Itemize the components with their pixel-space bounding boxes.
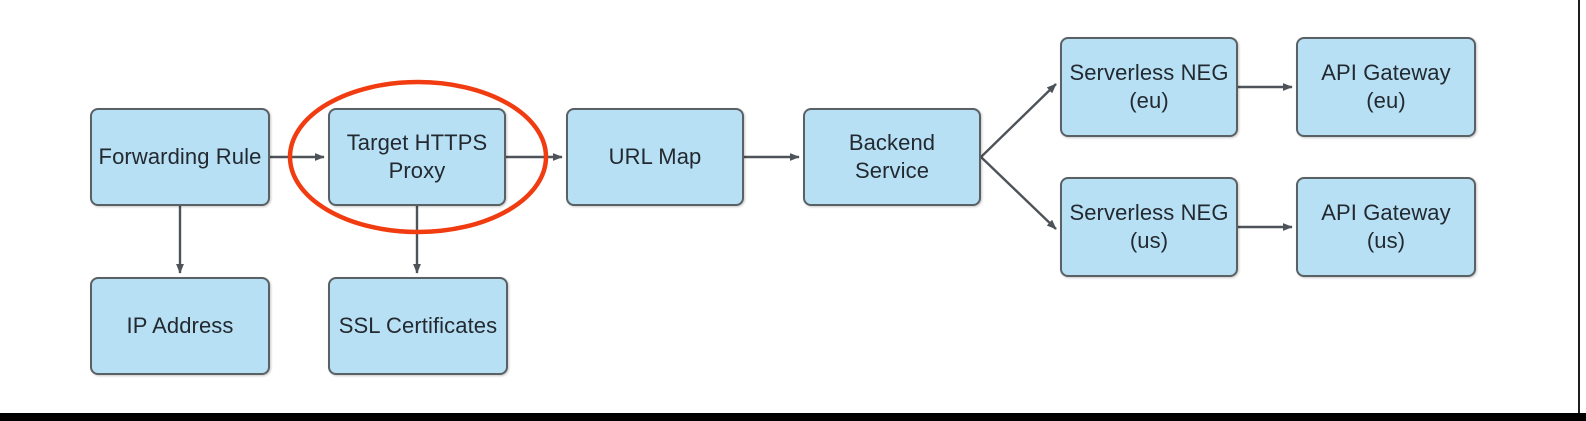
edge-backend-service-to-serverless-neg-eu xyxy=(980,83,1057,158)
node-api-gateway-eu[interactable]: API Gateway (eu) xyxy=(1296,37,1476,137)
node-serverless-neg-eu[interactable]: Serverless NEG (eu) xyxy=(1060,37,1238,137)
node-ip-address[interactable]: IP Address xyxy=(90,277,270,375)
node-api-gateway-us-label: API Gateway (us) xyxy=(1321,200,1451,253)
node-api-gateway-eu-label: API Gateway (eu) xyxy=(1321,60,1451,113)
node-backend-service-label: Backend Service xyxy=(848,130,936,183)
node-forwarding-rule-label: Forwarding Rule xyxy=(98,144,262,169)
node-ssl-certificates[interactable]: SSL Certificates xyxy=(328,277,508,375)
node-forwarding-rule[interactable]: Forwarding Rule xyxy=(90,108,270,206)
node-serverless-neg-us[interactable]: Serverless NEG (us) xyxy=(1060,177,1238,277)
node-target-https-proxy[interactable]: Target HTTPS Proxy xyxy=(328,108,506,206)
right-edge-rule xyxy=(1578,0,1580,413)
node-target-https-proxy-label: Target HTTPS Proxy xyxy=(346,130,488,183)
node-ssl-certificates-label: SSL Certificates xyxy=(338,313,498,338)
node-url-map[interactable]: URL Map xyxy=(566,108,744,206)
node-serverless-neg-eu-label: Serverless NEG (eu) xyxy=(1069,60,1229,113)
node-url-map-label: URL Map xyxy=(608,144,702,169)
node-api-gateway-us[interactable]: API Gateway (us) xyxy=(1296,177,1476,277)
node-ip-address-label: IP Address xyxy=(126,313,234,338)
node-serverless-neg-us-label: Serverless NEG (us) xyxy=(1069,200,1229,253)
node-backend-service[interactable]: Backend Service xyxy=(803,108,981,206)
bottom-edge-bar xyxy=(0,413,1586,421)
edge-backend-service-to-serverless-neg-us xyxy=(980,156,1057,230)
